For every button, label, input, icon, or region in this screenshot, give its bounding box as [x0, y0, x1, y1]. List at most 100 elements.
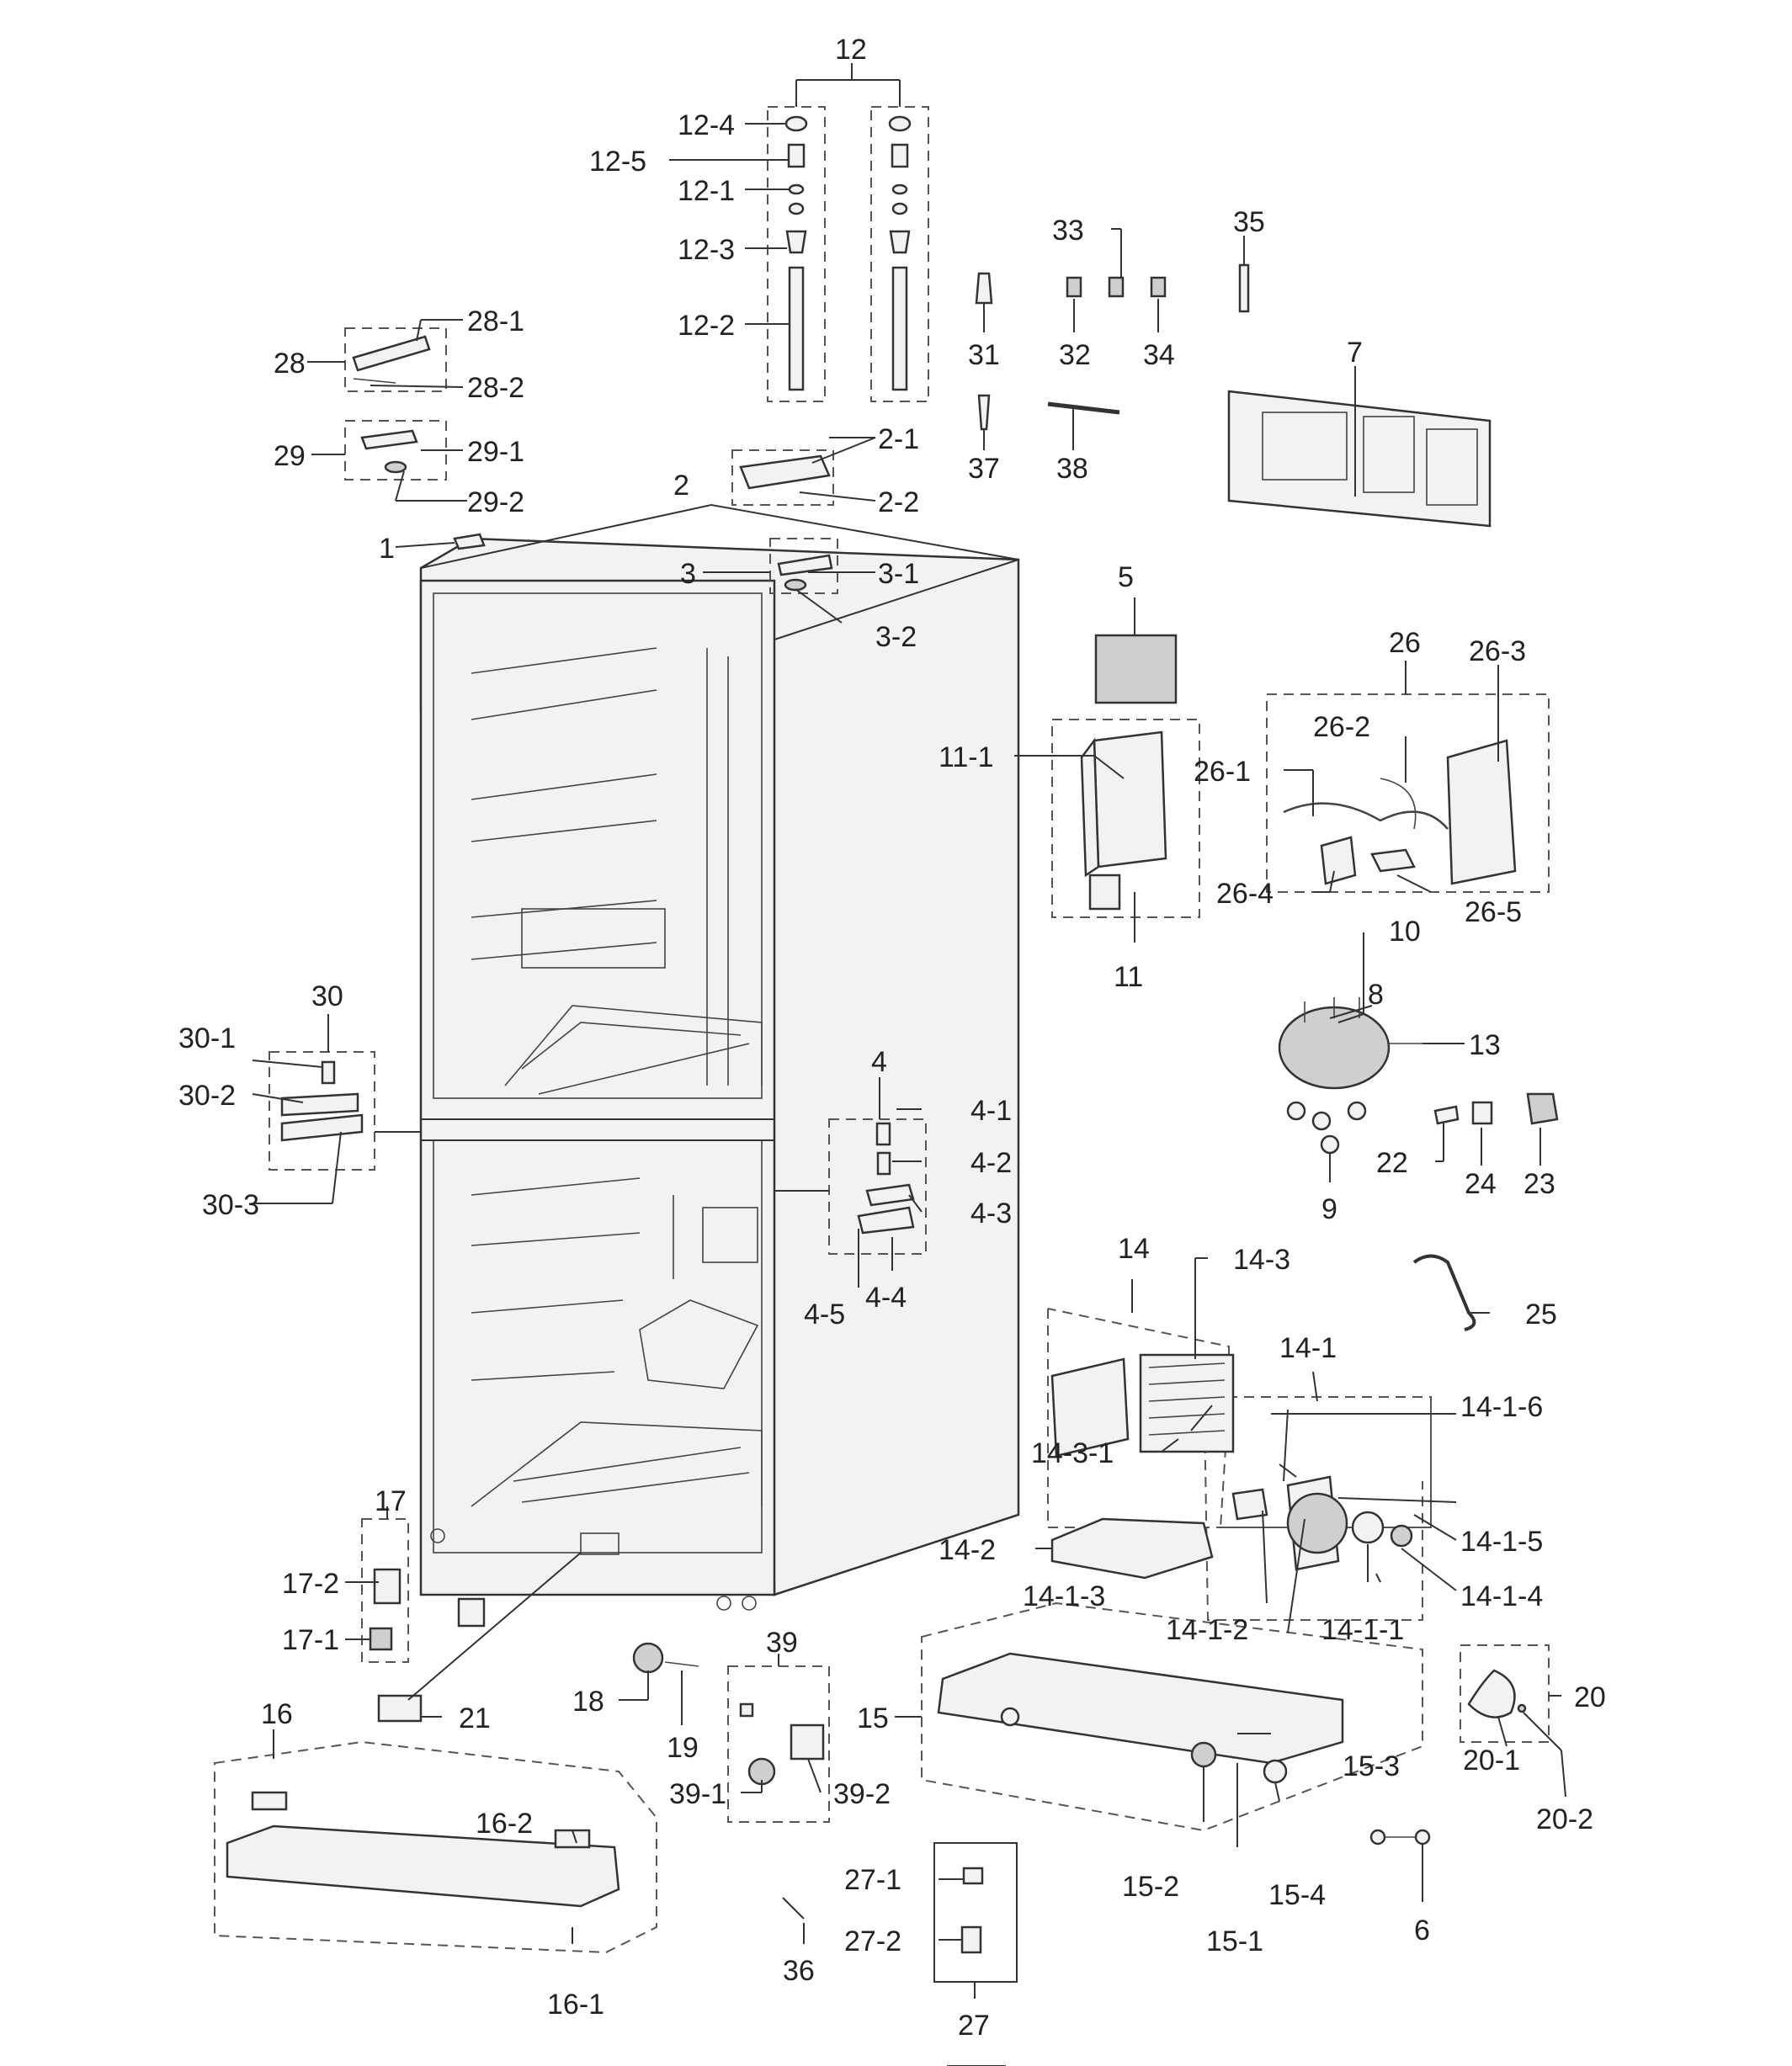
- label-15-3: 15-3: [1343, 1750, 1400, 1782]
- inverter-control-box: [1080, 730, 1167, 911]
- label-30-3: 30-3: [202, 1189, 259, 1221]
- label-30-1: 30-1: [178, 1022, 236, 1054]
- front-roller-assembly: [739, 1702, 825, 1786]
- label-39: 39: [766, 1627, 798, 1659]
- label-27-2: 27-2: [844, 1925, 901, 1957]
- label-14-1-4: 14-1-4: [1460, 1580, 1543, 1612]
- label-16-2: 16-2: [476, 1808, 533, 1840]
- label-7: 7: [1347, 337, 1363, 369]
- condenser-machine-assembly: [1050, 1353, 1413, 1580]
- label-26-1: 26-1: [1194, 756, 1251, 788]
- label-24: 24: [1465, 1168, 1497, 1200]
- label-26-2: 26-2: [1313, 711, 1370, 743]
- label-1: 1: [379, 533, 395, 565]
- label-12-1: 12-1: [678, 175, 735, 207]
- label-2-1: 2-1: [878, 423, 919, 455]
- wire-hook: [1412, 1254, 1476, 1331]
- top-hinge: [777, 554, 833, 592]
- label-27-1: 27-1: [844, 1864, 901, 1896]
- label-14-1-6: 14-1-6: [1460, 1391, 1543, 1423]
- label-20: 20: [1574, 1681, 1606, 1713]
- label-3-1: 3-1: [878, 558, 919, 590]
- label-15-4: 15-4: [1268, 1879, 1326, 1911]
- label-18: 18: [572, 1686, 604, 1718]
- hinge-top-left: [360, 429, 418, 474]
- sub-pcb: [1094, 634, 1178, 704]
- water-fitting-parts: [960, 1867, 984, 1954]
- label-6: 6: [1414, 1915, 1430, 1947]
- label-28-1: 28-1: [467, 305, 524, 337]
- label-33: 33: [1052, 215, 1084, 247]
- label-39-2: 39-2: [833, 1778, 891, 1810]
- label-4-3: 4-3: [970, 1198, 1012, 1230]
- label-12-4: 12-4: [678, 109, 735, 141]
- main-control-board: [1227, 390, 1492, 528]
- label-14: 14: [1118, 1233, 1150, 1265]
- bottom-hinge: [369, 1568, 486, 1651]
- label-14-3-1: 14-3-1: [1031, 1437, 1114, 1469]
- part-callout-labels: 12 12-4 12-5 12-1 12-3 12-2 28 28-1 28-2…: [178, 34, 1606, 2042]
- label-39-1: 39-1: [669, 1778, 726, 1810]
- door-hinge-shaft-assembly: [784, 115, 912, 391]
- label-29-1: 29-1: [467, 436, 524, 468]
- label-35: 35: [1233, 206, 1265, 238]
- leveling-foot: [632, 1642, 699, 1674]
- label-16: 16: [261, 1698, 293, 1730]
- hinge-cover-top-left: [352, 335, 431, 384]
- label-2-2: 2-2: [878, 486, 919, 518]
- leader-lines: [252, 63, 1566, 2066]
- label-4: 4: [871, 1046, 887, 1078]
- relay-harness-assembly: [1283, 739, 1517, 885]
- door-hinge-middle-right: [857, 1122, 915, 1235]
- label-20-2: 20-2: [1536, 1803, 1593, 1835]
- label-12: 12: [835, 34, 867, 66]
- label-26-4: 26-4: [1216, 878, 1274, 910]
- label-12-5: 12-5: [589, 146, 646, 178]
- label-13: 13: [1469, 1029, 1501, 1061]
- label-15: 15: [857, 1702, 889, 1734]
- label-14-1-1: 14-1-1: [1321, 1614, 1404, 1646]
- small-hardware-parts: [782, 263, 1250, 1920]
- o-ring-pair: [1369, 1829, 1431, 1846]
- label-11-1: 11-1: [939, 741, 994, 773]
- label-23: 23: [1523, 1168, 1555, 1200]
- label-14-1: 14-1: [1279, 1332, 1337, 1364]
- bottom-front-cover: [226, 1791, 620, 1908]
- label-29: 29: [274, 440, 306, 472]
- label-30: 30: [311, 980, 343, 1012]
- label-28-2: 28-2: [467, 372, 524, 404]
- label-9: 9: [1321, 1193, 1337, 1225]
- label-30-2: 30-2: [178, 1080, 236, 1112]
- label-19: 19: [667, 1732, 699, 1764]
- label-32: 32: [1059, 339, 1091, 371]
- bottom-bracket-cover: [377, 1694, 423, 1723]
- refrigerator-cabinet: [419, 503, 1020, 1611]
- door-hinge-middle-left: [280, 1060, 364, 1142]
- label-36: 36: [783, 1955, 815, 1987]
- label-12-3: 12-3: [678, 234, 735, 266]
- top-hinge-cover: [453, 454, 831, 550]
- label-22: 22: [1376, 1147, 1408, 1179]
- label-4-2: 4-2: [970, 1147, 1012, 1179]
- label-17-2: 17-2: [282, 1568, 339, 1600]
- label-12-2: 12-2: [678, 310, 735, 342]
- label-26-5: 26-5: [1465, 896, 1522, 928]
- label-14-3: 14-3: [1233, 1244, 1290, 1276]
- label-4-1: 4-1: [970, 1095, 1012, 1127]
- label-14-1-3: 14-1-3: [1023, 1580, 1105, 1612]
- label-17: 17: [375, 1485, 407, 1517]
- label-31: 31: [968, 339, 1000, 371]
- label-20-1: 20-1: [1463, 1745, 1520, 1777]
- label-3-2: 3-2: [875, 621, 917, 653]
- label-28: 28: [274, 348, 306, 380]
- label-5: 5: [1118, 561, 1134, 593]
- label-4-5: 4-5: [804, 1299, 845, 1330]
- label-14-2: 14-2: [939, 1534, 996, 1566]
- compressor: [1278, 997, 1422, 1155]
- label-16-1: 16-1: [547, 1989, 604, 2021]
- label-8: 8: [1368, 979, 1384, 1011]
- label-27: 27: [958, 2010, 990, 2042]
- condenser-fan-blade: [1467, 1669, 1527, 1718]
- label-11: 11: [1114, 961, 1143, 993]
